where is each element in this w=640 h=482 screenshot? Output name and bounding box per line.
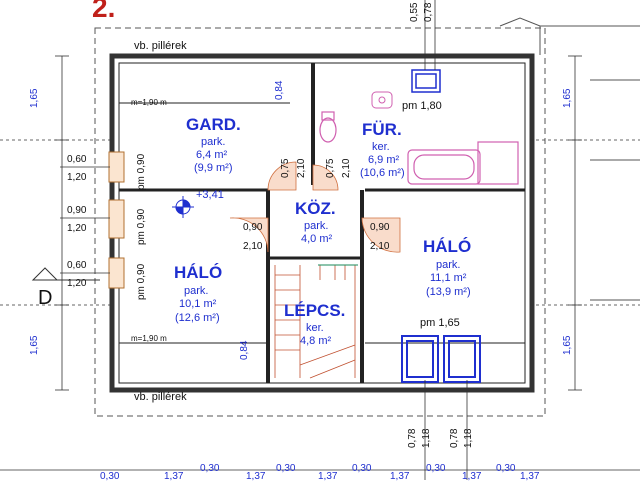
m-bottom-note: m=1,90 m: [131, 334, 167, 343]
dim-left-165-top: 1,65: [29, 88, 40, 108]
dim-right-165-bottom: 1,65: [562, 335, 573, 355]
bottom-dim: 1,37: [520, 471, 540, 482]
room-halo-right-name: HÁLÓ: [423, 237, 472, 256]
room-halo-right-area: 11,1 m²: [430, 272, 467, 284]
dim-win3-bot: 1,20: [67, 278, 87, 289]
dim-door-210-b: 2,10: [341, 158, 352, 178]
bottom-dim: 1,37: [164, 471, 184, 482]
pm-090-a: pm 0,90: [136, 153, 147, 190]
room-lepcs-area: 4,8 m²: [300, 335, 332, 347]
room-halo-left-name: HÁLÓ: [174, 263, 223, 282]
dim-door-210-a: 2,10: [296, 158, 307, 178]
room-halo-left-type: park.: [184, 285, 209, 297]
pillars-top-note: vb. pillérek: [134, 40, 187, 52]
dim-door-090-b: 0,90: [370, 222, 390, 233]
dim-bot-078-b: 0,78: [449, 428, 460, 448]
bottom-dim: 0,30: [496, 463, 516, 474]
dim-door-075-a: 0,75: [280, 158, 291, 178]
room-fur-area2: (10,6 m²): [360, 167, 405, 179]
dim-bot-118-b: 1,18: [463, 428, 474, 448]
pm-165-note: pm 1,65: [420, 317, 460, 329]
bottom-dimension-row: 0,30 1,37 0,30 1,37 0,30 1,37 0,30 1,37 …: [100, 464, 540, 482]
dim-door-210-d: 2,10: [370, 241, 390, 252]
room-gard-area: 6,4 m²: [196, 149, 228, 161]
room-halo-left-area: 10,1 m²: [179, 298, 217, 310]
bottom-dim: 0,30: [200, 463, 220, 474]
dim-door-075-b: 0,75: [325, 158, 336, 178]
pm-180-note: pm 1,80: [402, 100, 442, 112]
bottom-dim: 0,30: [276, 463, 296, 474]
floor-label: 2.: [92, 0, 116, 23]
bottom-dim: 1,37: [318, 471, 338, 482]
dim-bot-118-a: 1,18: [421, 428, 432, 448]
dim-084-top: 0,84: [274, 80, 285, 100]
bottom-dim: 0,30: [100, 471, 120, 482]
dim-door-210-c: 2,10: [243, 241, 263, 252]
dim-win1-bot: 1,20: [67, 172, 87, 183]
dim-door-090-a: 0,90: [243, 222, 263, 233]
room-fur-name: FÜR.: [362, 120, 402, 139]
dim-win2-top: 0,90: [67, 205, 87, 216]
bottom-dim: 0,30: [352, 463, 372, 474]
dim-left-165-bottom: 1,65: [29, 335, 40, 355]
elevation-label: +3,41: [196, 189, 224, 201]
dim-win2-bot: 1,20: [67, 223, 87, 234]
section-label: D: [38, 287, 53, 309]
dim-win3-top: 0,60: [67, 260, 87, 271]
pm-090-b: pm 0,90: [136, 208, 147, 245]
dim-win1-top: 0,60: [67, 154, 87, 165]
dim-bot-078-a: 0,78: [407, 428, 418, 448]
bottom-dim: 1,37: [390, 471, 410, 482]
dim-top-055: 0,55: [409, 2, 420, 22]
bottom-dim: 1,37: [246, 471, 266, 482]
room-halo-right-type: park.: [436, 259, 461, 271]
room-gard-type: park.: [201, 136, 226, 148]
dim-084-bottom: 0,84: [239, 340, 250, 360]
pillars-bottom-note: vb. pillérek: [134, 391, 187, 403]
room-lepcs-type: ker.: [306, 322, 324, 334]
room-halo-right-area2: (13,9 m²): [426, 286, 471, 298]
m-top-note: m=1,90 m: [131, 98, 167, 107]
bottom-dim: 0,30: [426, 463, 446, 474]
room-gard-area2: (9,9 m²): [194, 162, 233, 174]
bottom-dim: 1,37: [462, 471, 482, 482]
room-koz-area: 4,0 m²: [301, 233, 333, 245]
room-fur-area: 6,9 m²: [368, 154, 400, 166]
dim-right-165-top: 1,65: [562, 88, 573, 108]
room-gard-name: GARD.: [186, 115, 241, 134]
pm-090-c: pm 0,90: [136, 263, 147, 300]
room-koz-name: KÖZ.: [295, 199, 336, 218]
dim-top-078: 0,78: [423, 2, 434, 22]
room-koz-type: park.: [304, 220, 329, 232]
room-lepcs-name: LÉPCS.: [284, 301, 346, 320]
room-halo-left-area2: (12,6 m²): [175, 312, 220, 324]
room-fur-type: ker.: [372, 141, 390, 153]
